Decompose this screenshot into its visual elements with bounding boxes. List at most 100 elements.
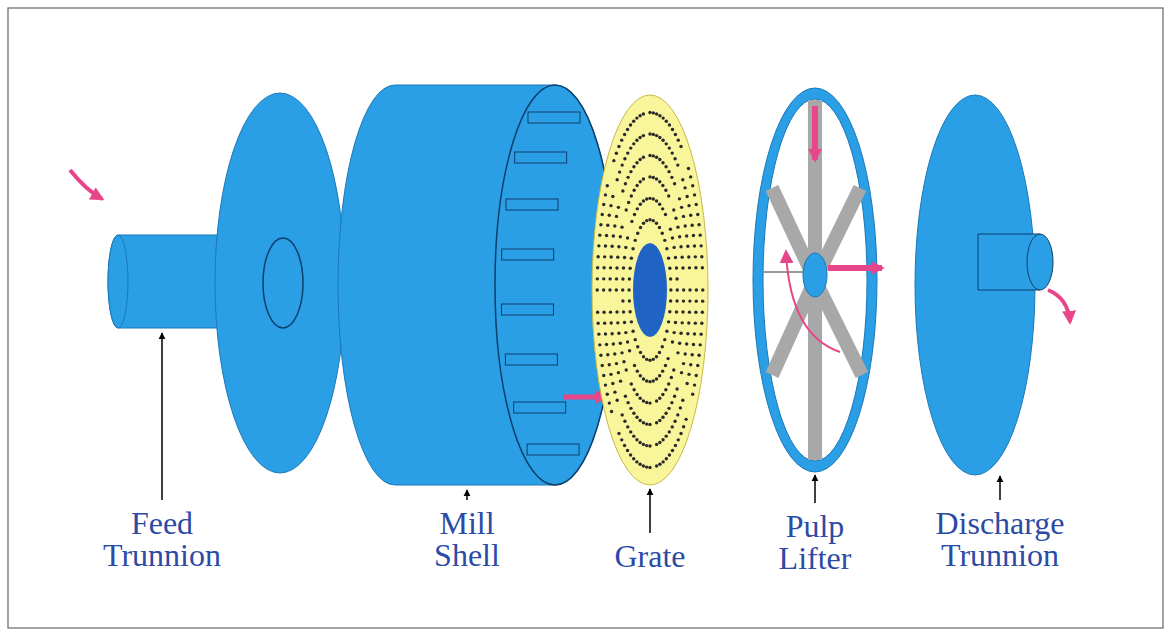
- grate-hole: [683, 224, 686, 227]
- grate-hole: [636, 345, 639, 348]
- grate-hole: [648, 423, 651, 426]
- grate-hole: [669, 299, 672, 302]
- grate-hole: [701, 311, 704, 314]
- grate-hole: [596, 322, 599, 325]
- grate-hole: [628, 310, 631, 313]
- grate-hole: [611, 195, 614, 198]
- grate-hole: [608, 363, 611, 366]
- grate-hole: [668, 310, 671, 313]
- grate-hole: [615, 277, 618, 280]
- grate-hole: [679, 432, 682, 435]
- grate-hole: [695, 374, 698, 377]
- grate-hole: [632, 189, 635, 192]
- grate-hole: [655, 156, 658, 159]
- grate-hole: [612, 159, 615, 162]
- grate-hole: [626, 425, 629, 428]
- grate-hole: [617, 371, 620, 374]
- shell-liners: [501, 112, 580, 455]
- grate-hole: [667, 170, 670, 173]
- grate-hole: [619, 379, 622, 382]
- grate-hole: [687, 373, 690, 376]
- grate-hole: [679, 406, 682, 409]
- grate-hole: [655, 399, 658, 402]
- grate-hole: [642, 156, 645, 159]
- grate-hole: [676, 163, 679, 166]
- grate-hole: [672, 246, 675, 249]
- grate-hole: [599, 354, 602, 357]
- liner-bar: [506, 199, 558, 210]
- grate-hole: [617, 332, 620, 335]
- grate-hole: [663, 338, 666, 341]
- grate-hole: [639, 180, 642, 183]
- grate-hole: [667, 194, 670, 197]
- grate-hole: [678, 197, 681, 200]
- grate-hole: [698, 233, 701, 236]
- grate-hole: [624, 331, 627, 334]
- grate-hole: [692, 343, 695, 346]
- grate-hole: [661, 345, 664, 348]
- grate-hole: [674, 256, 677, 259]
- grate-hole: [691, 393, 694, 396]
- grate-hole: [602, 374, 605, 377]
- grate-hole: [609, 310, 612, 313]
- grate-hole: [658, 374, 661, 377]
- grate-hole: [599, 223, 602, 226]
- grate-hole: [619, 235, 622, 238]
- grate-hole: [695, 203, 698, 206]
- grate-hole: [596, 255, 599, 258]
- grate-hole: [672, 331, 675, 334]
- grate-hole: [648, 111, 651, 114]
- grate-hole: [602, 266, 605, 269]
- grate-hole: [673, 182, 676, 185]
- grate-hole: [661, 393, 664, 396]
- part-name: Mill Shell: [421, 507, 513, 571]
- grate-hole: [692, 234, 695, 237]
- grate-hole: [624, 394, 627, 397]
- pulp-lifter-ring: [753, 88, 877, 472]
- grate-hole: [629, 123, 632, 126]
- liner-bar: [527, 444, 579, 455]
- grate-hole: [699, 332, 702, 335]
- grate-hole: [645, 358, 648, 361]
- grate-hole: [602, 311, 605, 314]
- pulp-lifter-vanes: [772, 100, 862, 460]
- grate-hole: [700, 255, 703, 258]
- discharge-trunnion-end: [1027, 234, 1053, 290]
- grate-hole: [626, 449, 629, 452]
- grate-hole: [655, 134, 658, 137]
- grate-hole: [602, 288, 605, 291]
- grate-hole: [677, 438, 680, 441]
- grate-hole: [652, 379, 655, 382]
- grate-hole: [689, 175, 692, 178]
- grate-hole: [665, 457, 668, 460]
- grate-centre: [633, 243, 667, 337]
- grate-hole: [602, 277, 605, 280]
- grate-hole: [648, 380, 651, 383]
- grate-hole: [675, 266, 678, 269]
- grate-hole: [624, 182, 627, 185]
- grate-plate: [592, 95, 708, 485]
- grate-hole: [668, 453, 671, 456]
- grate-hole: [622, 310, 625, 313]
- grate-hole: [658, 397, 661, 400]
- grate-hole: [604, 383, 607, 386]
- grate-hole: [629, 453, 632, 456]
- grate-hole: [629, 430, 632, 433]
- grate-hole: [687, 255, 690, 258]
- grate-hole: [601, 213, 604, 216]
- grate-hole: [622, 266, 625, 269]
- grate-hole: [642, 399, 645, 402]
- grate-hole: [668, 267, 671, 270]
- grate-hole: [674, 321, 677, 324]
- flow-arrow: [786, 252, 840, 352]
- grate-hole: [629, 170, 632, 173]
- grate-hole: [695, 288, 698, 291]
- grate-hole: [634, 239, 637, 242]
- grate-hole: [632, 120, 635, 123]
- grate-hole: [681, 310, 684, 313]
- grate-hole: [652, 219, 655, 222]
- grate-hole: [617, 245, 620, 248]
- grate-hole: [612, 342, 615, 345]
- grate-hole: [695, 299, 698, 302]
- grate-hole: [613, 390, 616, 393]
